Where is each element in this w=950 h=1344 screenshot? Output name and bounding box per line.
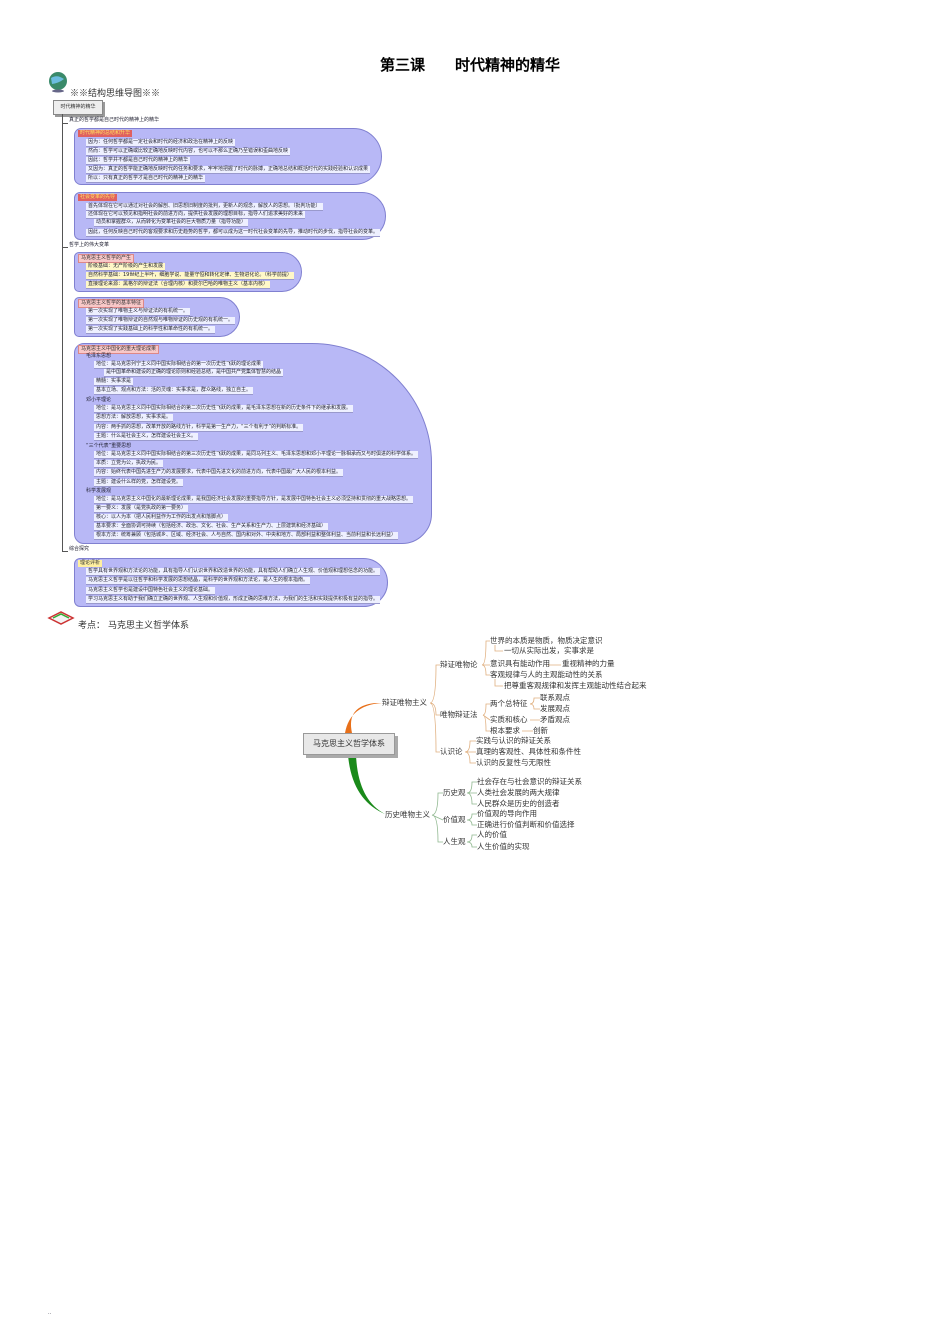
list-item: 主题：建设什么样的党，怎样建设党。 bbox=[94, 479, 184, 487]
list-item: 第一要义：发展（是党执政的第一要务） bbox=[94, 505, 189, 513]
group-label[interactable]: 毛泽东思想 bbox=[86, 353, 112, 359]
list-item: 基本要求：全面协调可持续（包括经济、政治、文化、社会、生产关系和生产力、上层建筑… bbox=[94, 523, 329, 531]
node[interactable]: 矛盾观点 bbox=[540, 715, 570, 724]
node[interactable]: 发展观点 bbox=[540, 704, 570, 713]
node[interactable]: 创新 bbox=[533, 726, 548, 735]
node[interactable]: 实践与认识的辩证关系 bbox=[476, 736, 551, 745]
node[interactable]: 价值观 bbox=[443, 815, 466, 824]
node[interactable]: 两个总特征 bbox=[490, 699, 528, 708]
node[interactable]: 把尊重客观规律和发挥主观能动性结合起来 bbox=[504, 681, 647, 690]
list-item: 阶级基础：无产阶级的产生和发展 bbox=[86, 263, 166, 271]
node-historical-materialism[interactable]: 历史唯物主义 bbox=[385, 810, 430, 819]
node-dialectical-materialism[interactable]: 辩证唯物主义 bbox=[382, 698, 427, 707]
list-item: 地位：是马克思主义同中国实际相结合的第三次历史性飞跃的成果，是同马列主义、毛泽东… bbox=[94, 451, 419, 459]
node[interactable]: 一切从实际出发，实事求是 bbox=[504, 646, 594, 655]
node[interactable]: 真理的客观性、具体性和条件性 bbox=[476, 747, 581, 756]
system-center-node[interactable]: 马克思主义哲学体系 bbox=[303, 733, 395, 755]
node[interactable]: 根本要求 bbox=[490, 726, 520, 735]
bubble-header[interactable]: 马克思主义哲学的产生 bbox=[78, 254, 135, 263]
list-item: 基本立场、观点和方法：活的灵魂：实事求是，群众路线，独立自主。 bbox=[94, 387, 254, 395]
list-item: 然而：哲学可以正确或比较正确地反映时代内容，也可以不那么正确乃至错误和歪曲地反映 bbox=[86, 148, 291, 156]
list-item: 动员和掌握群众，从而转化为变革社会的巨大物质力量（指导功能） bbox=[94, 219, 249, 227]
list-item: 直接理论来源：黑格尔的辩证法（合理内核）和费尔巴哈的唯物主义（基本内核） bbox=[86, 281, 271, 289]
list-item: 马克思主义哲学是以往哲学和科学发展的思想结晶，是科学的世界观和方法论，是人生的根… bbox=[86, 577, 311, 585]
mindmap-root[interactable]: 时代精神的精华 bbox=[53, 100, 103, 115]
list-item: 因此：哲学并不都是自己时代的精神上的精华 bbox=[86, 157, 191, 165]
list-item: 地位：是马克思列宁主义同中国实际相结合的第一次历史性飞跃的理论成果 bbox=[94, 361, 264, 369]
list-item: 主题：什么是社会主义，怎样建设社会主义。 bbox=[94, 433, 199, 441]
list-item: 地位：是马克思主义同中国实际相结合的第二次历史性飞跃的成果，是毛泽东思想在新的历… bbox=[94, 405, 354, 413]
bubble-header[interactable]: 社会变革的先导 bbox=[78, 194, 118, 201]
list-item: 因此，任何反映自己时代的客观要求和历史趋势的哲学，都可以成为这一时代社会变革的先… bbox=[86, 229, 381, 237]
list-item: 是中国革命和建设的正确的理论原则和经验总结，是中国共产党集体智慧的结晶 bbox=[104, 369, 284, 377]
globe-icon bbox=[49, 72, 67, 93]
node[interactable]: 正确进行价值判断和价值选择 bbox=[477, 820, 575, 829]
list-item: 第一次实现了唯物辩证的自然观与唯物辩证的历史观的有机统一。 bbox=[86, 317, 236, 325]
branch-comprehensive[interactable]: 综合探究 bbox=[69, 546, 90, 552]
node[interactable]: 客观规律与人的主观能动性的关系 bbox=[490, 670, 603, 679]
list-item: 自然科学基础：19世纪上半叶，细胞学说、能量守恒和转化定律、生物进化论。（科学前… bbox=[86, 272, 294, 280]
list-item: 第一次实现了实践基础上的科学性和革命性的有机统一。 bbox=[86, 326, 216, 334]
list-item: 还体现在它可以预见和指明社会的前进方向，提供社会发展的理想目标，指导人们追求美好… bbox=[86, 211, 306, 219]
list-item: 本质：立党为公，执政为民。 bbox=[94, 460, 164, 468]
node[interactable]: 人类社会发展的两大规律 bbox=[477, 788, 560, 797]
bubble-header[interactable]: 理论评析 bbox=[78, 560, 103, 567]
node[interactable]: 认识的反复性与无限性 bbox=[476, 758, 551, 767]
list-item: 学习马克思主义有助于我们确立正确的世界观、人生观和价值观，形成正确的思维方法，为… bbox=[86, 596, 381, 604]
node[interactable]: 人民群众是历史的创造者 bbox=[477, 799, 560, 808]
list-item: 马克思主义哲学也是建设中国特色社会主义的理论基础。 bbox=[86, 587, 216, 595]
node[interactable]: 价值观的导向作用 bbox=[477, 809, 537, 818]
list-item: 地位：是马克思主义中国化的最新理论成果，是我国经济社会发展的重要指导方针，是发展… bbox=[94, 496, 414, 504]
node[interactable]: 社会存在与社会意识的辩证关系 bbox=[477, 777, 582, 786]
node[interactable]: 意识具有能动作用 bbox=[490, 659, 550, 668]
list-item: 第一次实现了唯物主义与辩证法的有机统一。 bbox=[86, 308, 191, 316]
list-item: 首先体现在它可以通过对社会的解剖、旧思想旧制度的批判，更新人的观念，解放人的思想… bbox=[86, 203, 323, 211]
list-item: 内容：两手抓的思想，改革开放的路线方针，科学是第一生产力，“三个有利于”的判断标… bbox=[94, 424, 304, 432]
node[interactable]: 人生价值的实现 bbox=[477, 842, 530, 851]
group-label[interactable]: “三个代表”重要思想 bbox=[86, 443, 132, 449]
node[interactable]: 世界的本质是物质，物质决定意识 bbox=[490, 636, 603, 645]
node[interactable]: 人的价值 bbox=[477, 830, 507, 839]
bubble-header[interactable]: 马克思主义中国化的重大理论成果 bbox=[78, 345, 160, 354]
node[interactable]: 历史观 bbox=[443, 788, 466, 797]
list-item: 内容：始终代表中国先进生产力的发展要求，代表中国先进文化的前进方向，代表中国最广… bbox=[94, 469, 344, 477]
book-icon bbox=[47, 611, 75, 625]
list-item: 所以：只有真正的哲学才是自己时代的精神上的精华 bbox=[86, 175, 206, 183]
branch-true-philosophy[interactable]: 真正的哲学都是自己时代的精神上的精华 bbox=[69, 117, 160, 123]
group-label[interactable]: 科学发展观 bbox=[86, 488, 112, 494]
page-title: 第三课 时代精神的精华 bbox=[380, 56, 561, 74]
list-item: 思想方法：解放思想，实事求是。 bbox=[94, 414, 174, 422]
group-label[interactable]: 邓小平理论 bbox=[86, 397, 112, 403]
list-item: 核心：以人为本（把人民利益作为工作的出发点和落脚点） bbox=[94, 514, 229, 522]
footer-mark: .. bbox=[48, 1310, 52, 1316]
bubble-header[interactable]: 马克思主义哲学的基本特征 bbox=[78, 299, 145, 308]
branch-great-change[interactable]: 哲学上的伟大变革 bbox=[69, 242, 110, 248]
node[interactable]: 联系观点 bbox=[540, 693, 570, 702]
node[interactable]: 重视精神的力量 bbox=[562, 659, 615, 668]
list-item: 又因为：真正的哲学能正确地反映时代的任务和要求，牢牢地把握了时代的脉搏，正确地总… bbox=[86, 166, 371, 174]
kaodian-value: 马克思主义哲学体系 bbox=[108, 621, 190, 631]
section-label: ※※结构思维导图※※ bbox=[70, 89, 161, 99]
node[interactable]: 人生观 bbox=[443, 837, 466, 846]
list-item: 精髓：实事求是 bbox=[94, 378, 134, 386]
node[interactable]: 实质和核心 bbox=[490, 715, 528, 724]
list-item: 哲学具有世界观和方法论的功能，具有指导人们认识世界和改造世界的功能，具有帮助人们… bbox=[86, 568, 381, 576]
node[interactable]: 唯物辩证法 bbox=[440, 710, 478, 719]
node[interactable]: 辩证唯物论 bbox=[440, 660, 478, 669]
mindmap-connectors bbox=[345, 640, 561, 848]
bubble-header[interactable]: 时代精神的总结和升华 bbox=[78, 130, 133, 137]
list-item: 根本方法：统筹兼顾（包括城乡、区域、经济社会、人与自然、国内和对外、中央和地方、… bbox=[94, 532, 399, 540]
node[interactable]: 认识论 bbox=[440, 747, 463, 756]
kaodian-label: 考点： bbox=[78, 621, 106, 631]
list-item: 因为：任何哲学都是一定社会和时代的经济和政治在精神上的反映 bbox=[86, 139, 236, 147]
